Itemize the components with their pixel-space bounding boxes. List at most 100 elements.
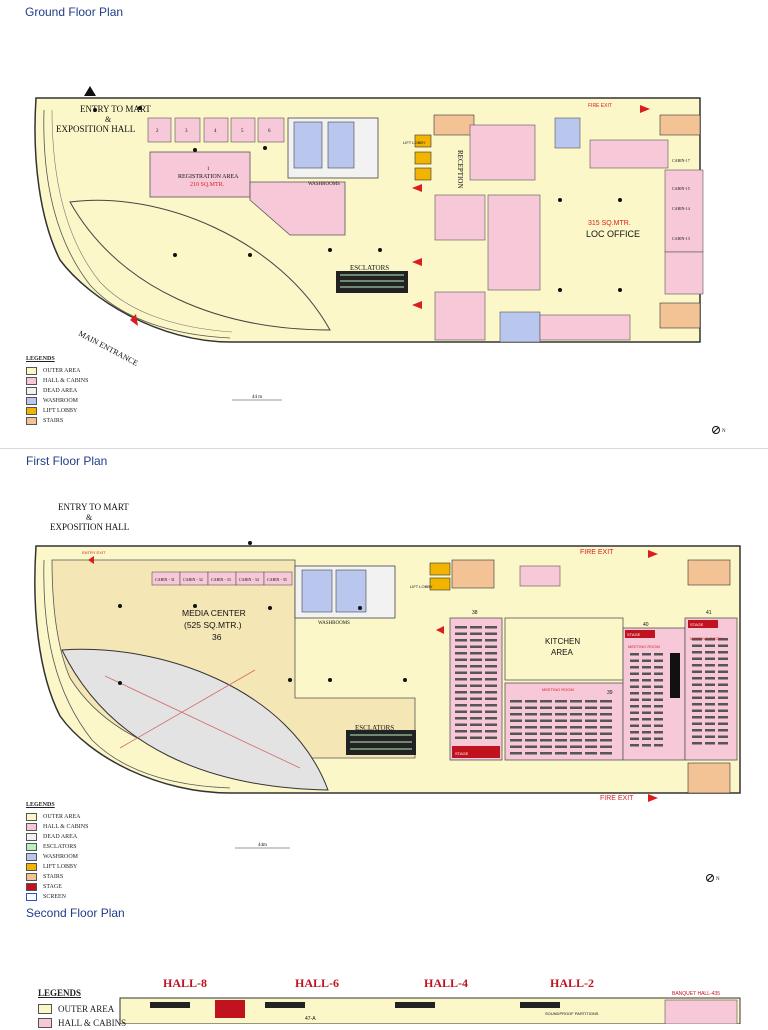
seat xyxy=(705,638,715,641)
svg-text:WASHROOMS: WASHROOMS xyxy=(318,621,350,626)
seat xyxy=(470,645,482,648)
seat xyxy=(485,704,497,707)
seat xyxy=(455,691,467,694)
seat xyxy=(485,678,497,681)
seat xyxy=(455,626,467,629)
seat xyxy=(455,704,467,707)
seat xyxy=(585,726,597,729)
ground-entry-line3: EXPOSITION HALL xyxy=(56,124,135,134)
seat xyxy=(705,670,715,673)
svg-text:STAGE: STAGE xyxy=(455,751,469,756)
seat xyxy=(525,726,537,729)
fire-exit-top: FIRE EXIT xyxy=(580,549,614,556)
seat xyxy=(525,752,537,755)
north-icon xyxy=(712,426,720,434)
seat xyxy=(630,724,639,727)
seat xyxy=(470,632,482,635)
svg-text:FIRE EXIT: FIRE EXIT xyxy=(588,103,612,109)
seat xyxy=(630,679,639,682)
seat xyxy=(718,657,728,660)
seat xyxy=(570,713,582,716)
seat xyxy=(630,659,639,662)
seat xyxy=(705,683,715,686)
seat xyxy=(485,665,497,668)
seat xyxy=(705,729,715,732)
seat xyxy=(455,639,467,642)
seat xyxy=(654,737,663,740)
seat xyxy=(630,737,639,740)
seat xyxy=(642,653,651,656)
seat xyxy=(692,651,702,654)
seat xyxy=(654,692,663,695)
seat xyxy=(692,735,702,738)
seat xyxy=(718,735,728,738)
seat xyxy=(718,683,728,686)
seat xyxy=(485,697,497,700)
seat xyxy=(540,719,552,722)
svg-text:6: 6 xyxy=(268,129,271,134)
seat xyxy=(718,690,728,693)
seat xyxy=(642,698,651,701)
seat xyxy=(585,732,597,735)
seat xyxy=(470,691,482,694)
loc-size-label: 315 SQ.MTR. xyxy=(588,220,631,227)
seat xyxy=(642,711,651,714)
seat xyxy=(654,731,663,734)
reception-label: RECEPTION xyxy=(456,150,464,189)
seat xyxy=(540,752,552,755)
seat xyxy=(705,651,715,654)
seat xyxy=(692,683,702,686)
seat xyxy=(510,739,522,742)
escalators xyxy=(336,271,408,293)
seat xyxy=(570,726,582,729)
seat xyxy=(654,685,663,688)
stage-38 xyxy=(452,746,500,758)
seat xyxy=(455,645,467,648)
escalators-label: ESCLATORS xyxy=(355,724,394,732)
seat xyxy=(718,670,728,673)
seat xyxy=(630,744,639,747)
seat xyxy=(470,639,482,642)
seat xyxy=(455,684,467,687)
seat xyxy=(642,659,651,662)
svg-text:STAGE: STAGE xyxy=(627,632,641,637)
seat xyxy=(485,626,497,629)
seat xyxy=(510,732,522,735)
svg-text:N: N xyxy=(722,429,726,434)
svg-text:3: 3 xyxy=(185,129,188,134)
seat xyxy=(540,732,552,735)
seat xyxy=(485,717,497,720)
north-icon xyxy=(706,874,714,882)
svg-text:SOUNDPROOF PARTITIONS: SOUNDPROOF PARTITIONS xyxy=(545,1011,599,1016)
seat xyxy=(470,697,482,700)
first-floor-title: First Floor Plan xyxy=(26,454,108,468)
first-floor-plan: ENTRY TO MART & EXPOSITION HALL MEDIA CE… xyxy=(34,502,741,882)
seat xyxy=(585,752,597,755)
svg-text:5: 5 xyxy=(241,129,244,134)
svg-text:STAGE: STAGE xyxy=(690,622,704,627)
seat xyxy=(692,670,702,673)
seat xyxy=(705,722,715,725)
seat xyxy=(485,730,497,733)
seat xyxy=(555,719,567,722)
seat xyxy=(718,729,728,732)
seat xyxy=(630,672,639,675)
seat xyxy=(485,671,497,674)
hall-4-label: HALL-4 xyxy=(424,976,468,990)
seat xyxy=(705,657,715,660)
seat xyxy=(470,704,482,707)
seat xyxy=(705,703,715,706)
media-center-label: MEDIA CENTER xyxy=(182,608,246,618)
seat xyxy=(642,724,651,727)
seat xyxy=(540,745,552,748)
seat xyxy=(485,652,497,655)
svg-text:CABIN - 32: CABIN - 32 xyxy=(183,577,203,582)
stage-41 xyxy=(688,620,718,628)
seat xyxy=(600,726,612,729)
seat xyxy=(705,716,715,719)
hall-38 xyxy=(449,617,503,761)
seat xyxy=(654,659,663,662)
seat xyxy=(510,719,522,722)
loc-office-label: LOC OFFICE xyxy=(586,229,640,239)
svg-text:CABIN - 34: CABIN - 34 xyxy=(239,577,259,582)
